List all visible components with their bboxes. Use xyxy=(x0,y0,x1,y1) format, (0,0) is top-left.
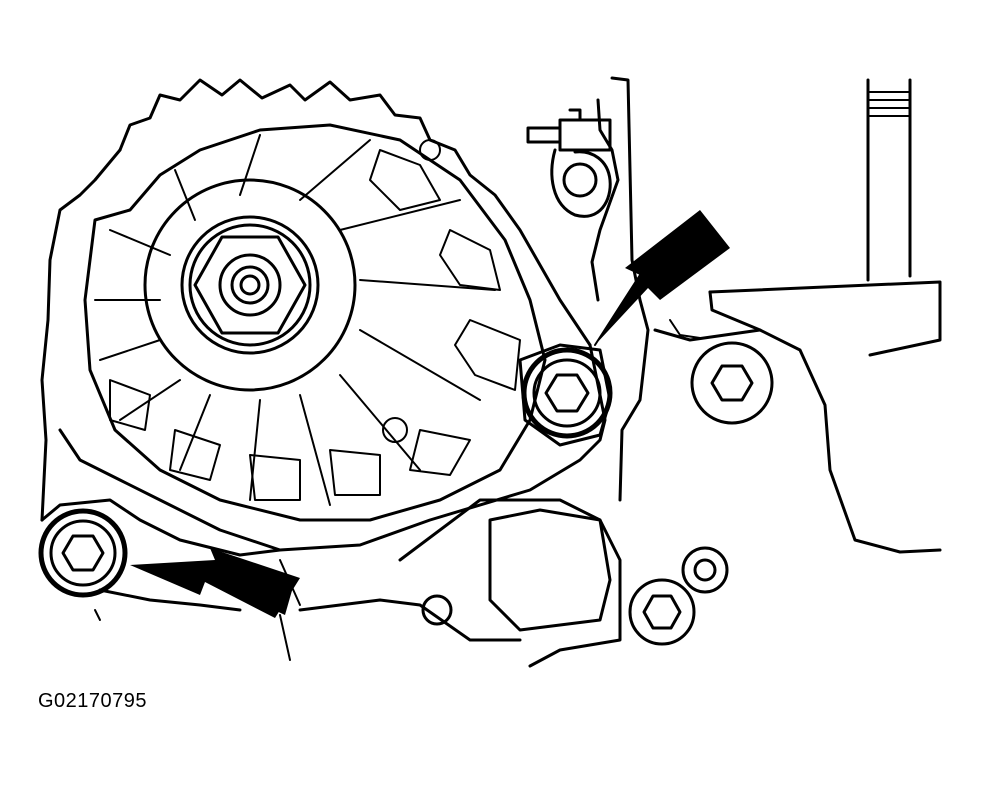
arrow-lower-bolt xyxy=(130,548,300,618)
small-plug xyxy=(681,546,729,594)
arrow-upper-bolt xyxy=(594,210,730,346)
alternator-body xyxy=(40,78,612,557)
small-knob xyxy=(421,594,453,626)
upper-mounting-bolt xyxy=(521,347,613,439)
block-bolt-right xyxy=(690,341,774,425)
block-bolt-lower-right xyxy=(628,578,696,646)
engine-block xyxy=(94,76,942,668)
pulley xyxy=(143,178,357,392)
lower-mounting-bolt xyxy=(38,508,128,598)
sensor-connector xyxy=(526,108,612,218)
figure-id-label: G02170795 xyxy=(38,690,148,712)
